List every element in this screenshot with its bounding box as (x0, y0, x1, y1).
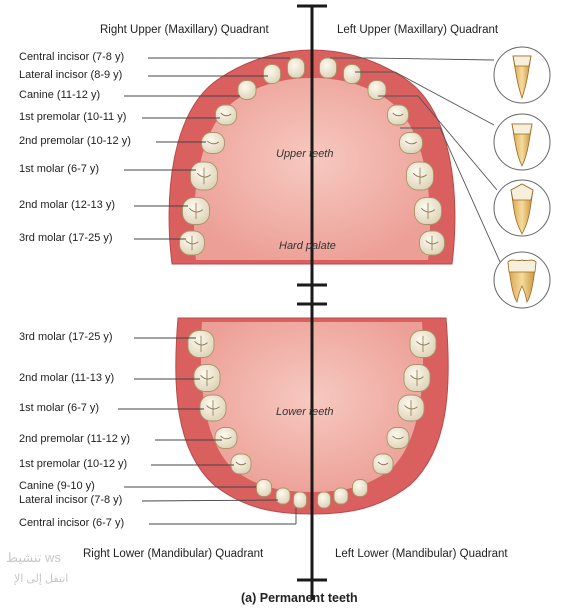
upper-right-second-premolar (202, 133, 225, 154)
upper-right-first-molar (191, 162, 218, 190)
lower-left-second-premolar (387, 428, 409, 449)
lower-label: Canine (9-10 y) (19, 480, 95, 493)
upper-left-first-premolar (388, 105, 409, 125)
quadrant-left-lower: Left Lower (Mandibular) Quadrant (335, 548, 508, 560)
lower-label: 1st molar (6-7 y) (19, 402, 99, 415)
lower-right-second-premolar (215, 428, 237, 449)
lower-left-lateral-incisor (334, 488, 348, 504)
upper-right-central-incisor (288, 58, 305, 78)
upper-left-central-incisor (320, 58, 337, 78)
upper-label: 1st molar (6-7 y) (19, 163, 99, 176)
upper-right-second-molar (183, 198, 210, 225)
upper-left-first-molar (407, 162, 434, 190)
lower-right-first-molar (200, 395, 226, 421)
upper-label: 2nd molar (12-13 y) (19, 199, 115, 212)
upper-right-third-molar (180, 231, 205, 255)
upper-right-canine (238, 81, 256, 100)
upper-right-first-premolar (216, 105, 237, 125)
hard-palate-label: Hard palate (279, 240, 336, 252)
lower-label: Lateral incisor (7-8 y) (19, 494, 122, 507)
upper-left-canine (368, 81, 386, 100)
quadrant-right-upper: Right Upper (Maxillary) Quadrant (100, 24, 269, 36)
lower-left-central-incisor (318, 492, 331, 508)
lower-label: 1st premolar (10-12 y) (19, 458, 127, 471)
lower-label: 2nd molar (11-13 y) (19, 372, 114, 385)
lower-right-first-premolar (231, 454, 251, 474)
lower-right-lateral-incisor (276, 488, 290, 504)
upper-label: 1st premolar (10-11 y) (19, 111, 126, 124)
lower-label: Central incisor (6-7 y) (19, 517, 124, 530)
upper-label: Lateral incisor (8-9 y) (19, 69, 122, 82)
lower-left-third-molar (410, 331, 436, 358)
lower-left-canine (353, 480, 368, 497)
upper-left-lateral-incisor (344, 65, 361, 84)
watermark-line1: تنشيط ws (6, 550, 61, 566)
quadrant-left-upper: Left Upper (Maxillary) Quadrant (337, 24, 498, 36)
watermark-line2: انتقل إلى الإ (14, 572, 68, 585)
upper-teeth-label: Upper teeth (276, 148, 333, 160)
upper-label: 3rd molar (17-25 y) (19, 232, 113, 245)
lower-label: 2nd premolar (11-12 y) (19, 433, 130, 446)
lower-left-first-premolar (373, 454, 393, 474)
upper-label: Central incisor (7-8 y) (19, 51, 124, 64)
lower-left-first-molar (398, 395, 424, 421)
figure-caption: (a) Permanent teeth (241, 591, 358, 605)
lower-right-canine (257, 480, 272, 497)
quadrant-right-lower: Right Lower (Mandibular) Quadrant (83, 548, 263, 560)
upper-left-second-premolar (400, 133, 423, 154)
upper-left-second-molar (415, 198, 442, 225)
side-tooth-circles (494, 47, 550, 308)
upper-label: 2nd premolar (10-12 y) (19, 135, 131, 148)
upper-right-lateral-incisor (264, 65, 281, 84)
lower-label: 3rd molar (17-25 y) (19, 331, 113, 344)
lower-left-second-molar (404, 365, 430, 392)
lower-right-third-molar (188, 331, 214, 358)
upper-label: Canine (11-12 y) (19, 89, 100, 102)
lower-right-second-molar (194, 365, 220, 392)
lower-right-central-incisor (294, 492, 307, 508)
lower-teeth-label: Lower teeth (276, 406, 333, 418)
upper-left-third-molar (420, 231, 445, 255)
